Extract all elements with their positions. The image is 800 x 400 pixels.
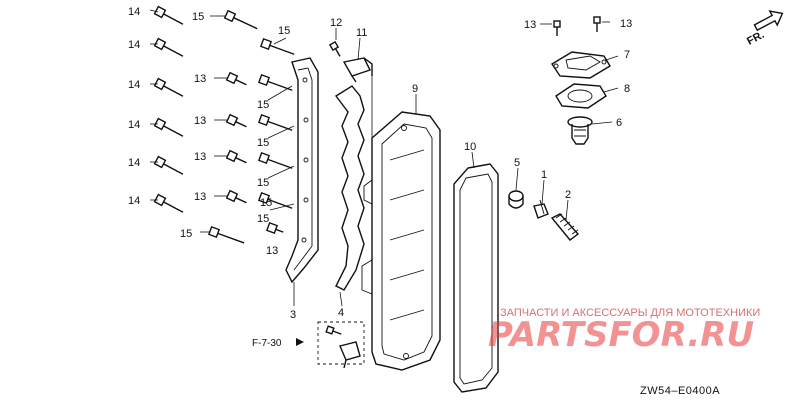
- bolt-15-e: [257, 191, 293, 209]
- part-label: 4: [338, 307, 344, 319]
- bolt-column-13-15: [207, 9, 295, 244]
- part-label: 2: [565, 189, 571, 201]
- bolt-14-4: [153, 117, 184, 137]
- part-label: 13: [266, 245, 278, 257]
- thermostat-gasket-8: [555, 83, 607, 109]
- part-label: 13: [194, 73, 206, 85]
- bolt-15-bottom: [207, 225, 245, 244]
- bolt-14-2: [153, 37, 184, 57]
- part-label: 15: [260, 197, 272, 209]
- thermostat-cover-7: [551, 51, 611, 79]
- gasket-3-inner: [293, 67, 313, 271]
- part-label: 7: [624, 49, 630, 61]
- gasket-10-inner: [459, 173, 493, 385]
- part-label: 15: [278, 25, 290, 37]
- gasket-10: [453, 163, 499, 393]
- bolt-15-a: [259, 37, 295, 55]
- part-label: 11: [356, 27, 367, 39]
- part-label: 13: [194, 115, 206, 127]
- reference-arrow: [296, 338, 304, 346]
- bolt-15-d: [257, 151, 293, 169]
- bolt-13-e: [265, 221, 284, 235]
- part-label: 15: [192, 11, 204, 23]
- cover-9: [361, 111, 441, 371]
- bolt-15-b: [257, 73, 293, 91]
- diagram-code: ZW54–E0400A: [640, 385, 720, 397]
- bolt-13-b: [225, 113, 247, 128]
- gasket-3-holes: [301, 77, 309, 243]
- part-label: 12: [330, 17, 342, 29]
- part-label: 15: [257, 213, 269, 225]
- bolt-12: [328, 40, 341, 57]
- thermostat-6: [567, 116, 593, 145]
- reference-label: F-7-30: [252, 338, 282, 349]
- part-label: 14: [128, 6, 140, 18]
- bolt-13-d: [225, 189, 247, 204]
- plug-1: [533, 199, 549, 219]
- part-label: 14: [128, 157, 140, 169]
- bolt-15-top: [223, 9, 258, 30]
- bolt-14-6: [153, 193, 184, 213]
- part-label: 5: [514, 157, 520, 169]
- part-label: 15: [257, 99, 269, 111]
- part-label: 14: [128, 79, 140, 91]
- part-label: 13: [524, 19, 536, 31]
- watermark-tagline: ЗАПЧАСТИ И АКСЕССУАРЫ ДЛЯ МОТОТЕХНИКИ: [500, 307, 760, 319]
- bolt-13-f: [553, 20, 561, 36]
- part-label: 10: [464, 141, 476, 153]
- part-label: 14: [128, 195, 140, 207]
- direction-label: FR.: [745, 29, 766, 48]
- gasket-3: [285, 57, 319, 284]
- spring-2: [550, 213, 580, 241]
- bracket-11: [342, 57, 373, 83]
- bolt-15-c: [257, 113, 293, 131]
- bolt-14-5: [153, 155, 184, 175]
- watermark-brand: PARTSFOR.RU: [488, 315, 754, 355]
- part-label: 14: [128, 119, 140, 131]
- bolt-14-3: [153, 77, 184, 97]
- part-label: 14: [128, 39, 140, 51]
- bolt-13-a: [225, 71, 247, 86]
- part-label: 13: [620, 18, 632, 30]
- leader-lines: [149, 9, 619, 307]
- part-label: 15: [257, 137, 269, 149]
- part-label: 1: [541, 169, 547, 181]
- part-label: 3: [290, 309, 296, 321]
- bolt-13-c: [225, 149, 247, 164]
- part-label: 13: [194, 151, 206, 163]
- part-label: 13: [194, 191, 206, 203]
- bolt-column-14: [153, 5, 184, 213]
- direction-arrow: [753, 10, 784, 32]
- part-label: 15: [180, 228, 192, 240]
- bolt-14-1: [153, 5, 184, 25]
- bolt-13-g: [593, 16, 601, 32]
- part-label: 15: [257, 177, 269, 189]
- part-label: 6: [616, 117, 622, 129]
- inset-box: [317, 321, 365, 369]
- plug-5: [508, 190, 524, 209]
- gasket-4: [334, 85, 365, 291]
- part-labels: 14 14 14 14 14 14 15 15 15 15 15 15 15 1…: [128, 6, 632, 321]
- part-label: 8: [624, 83, 630, 95]
- part-label: 9: [412, 83, 418, 95]
